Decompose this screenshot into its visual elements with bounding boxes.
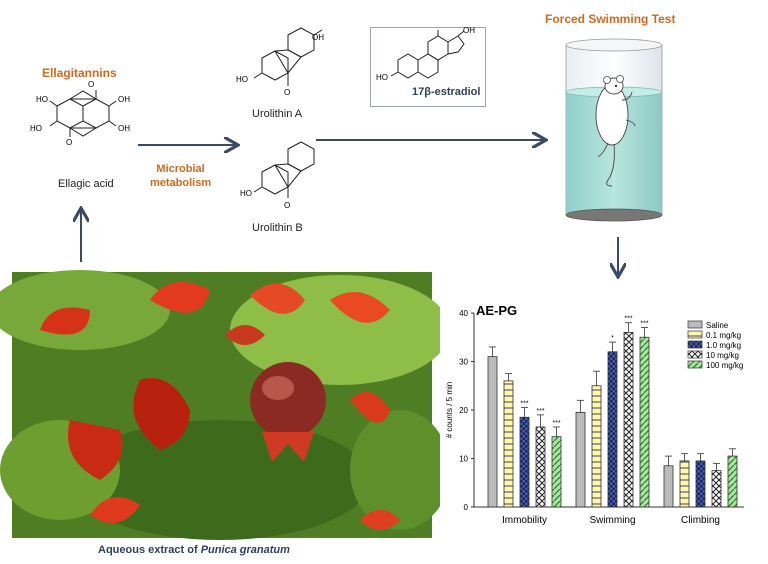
legend-label: 1.0 mg/kg	[706, 341, 741, 350]
bar	[663, 465, 674, 508]
estradiol-box	[370, 27, 486, 107]
legend-swatch	[687, 360, 703, 369]
estradiol-oh: OH	[463, 26, 475, 35]
ellagic-acid-label: Ellagic acid	[58, 178, 114, 190]
legend-swatch	[687, 340, 703, 349]
urolithin-b-structure	[253, 141, 315, 198]
ellagic-oh-2: OH	[118, 124, 130, 133]
bar	[535, 426, 546, 508]
ellagic-oh-1: OH	[118, 95, 130, 104]
urolithin-a-oh: OH	[312, 33, 324, 42]
estradiol-structure	[390, 30, 465, 79]
significance-label: ***	[640, 321, 648, 328]
ellagic-acid-structure	[49, 90, 117, 137]
y-tick-label: 20	[459, 406, 468, 415]
estradiol-label: 17β-estradiol	[412, 86, 481, 98]
y-tick-label: 0	[464, 503, 469, 512]
legend-swatch	[687, 350, 703, 359]
extract-prefix: Aqueous extract of	[98, 544, 201, 556]
x-tick-label: Swimming	[589, 515, 635, 526]
microbial-line-2: metabolism	[150, 177, 212, 189]
legend-swatch	[687, 320, 703, 329]
legend-label: 100 mg/kg	[706, 361, 743, 370]
significance-label: ***	[552, 420, 560, 427]
extract-caption: Aqueous extract of Punica granatum	[98, 544, 290, 556]
estradiol-ho: HO	[376, 73, 388, 82]
microbial-line-1: Microbial	[156, 163, 205, 175]
significance-label: *	[611, 335, 614, 342]
forced-swimming-label: Forced Swimming Test	[545, 12, 676, 26]
ellagitannins-label: Ellagitannins	[42, 66, 117, 80]
bar	[695, 460, 706, 508]
bar	[727, 455, 738, 508]
urolithin-b-ho: HO	[240, 189, 252, 198]
urolithin-a-label: Urolithin A	[252, 108, 303, 120]
x-tick-label: Climbing	[681, 515, 720, 526]
bar-chart: AE-PG # counts / 5 min 010203040********…	[440, 285, 760, 533]
bar	[623, 332, 634, 508]
urolithin-b-o: O	[284, 201, 290, 210]
ellagic-o-bottom: O	[66, 138, 72, 147]
y-axis-label: # counts / 5 min	[445, 382, 454, 438]
microbial-metabolism-label: Microbial metabolism	[150, 162, 211, 190]
ellagic-ho-2: HO	[30, 124, 42, 133]
urolithin-a-ho: HO	[236, 75, 248, 84]
y-tick-label: 10	[459, 455, 468, 464]
bar	[639, 336, 650, 508]
y-tick-label: 40	[459, 309, 468, 318]
extract-species: Punica granatum	[200, 544, 290, 556]
bar	[607, 351, 618, 508]
legend-label: 0.1 mg/kg	[706, 331, 741, 340]
legend-swatch	[687, 330, 703, 339]
urolithin-b-label: Urolithin B	[252, 222, 303, 234]
bar	[575, 412, 586, 508]
ellagic-ho-1: HO	[36, 95, 48, 104]
significance-label: ***	[520, 401, 528, 408]
y-tick-label: 30	[459, 358, 468, 367]
pomegranate-photo	[0, 270, 450, 540]
chart-plot: 010203040*********Immobility*******Swimm…	[459, 309, 744, 526]
bar	[591, 385, 602, 508]
ellagic-o-top: O	[88, 80, 94, 89]
bar	[503, 380, 514, 508]
urolithin-a-o: O	[284, 88, 290, 97]
legend-label: 10 mg/kg	[706, 351, 739, 360]
significance-label: ***	[536, 408, 544, 415]
bar	[711, 470, 722, 508]
bar	[519, 416, 530, 508]
bar	[551, 436, 562, 508]
bar	[487, 356, 498, 508]
chart-title: AE-PG	[476, 303, 517, 318]
bar	[679, 460, 690, 508]
urolithin-a-structure	[253, 27, 323, 86]
legend-label: Saline	[706, 321, 729, 330]
x-tick-label: Immobility	[502, 515, 547, 526]
significance-label: ***	[624, 316, 632, 323]
mouse-icon	[595, 75, 636, 187]
